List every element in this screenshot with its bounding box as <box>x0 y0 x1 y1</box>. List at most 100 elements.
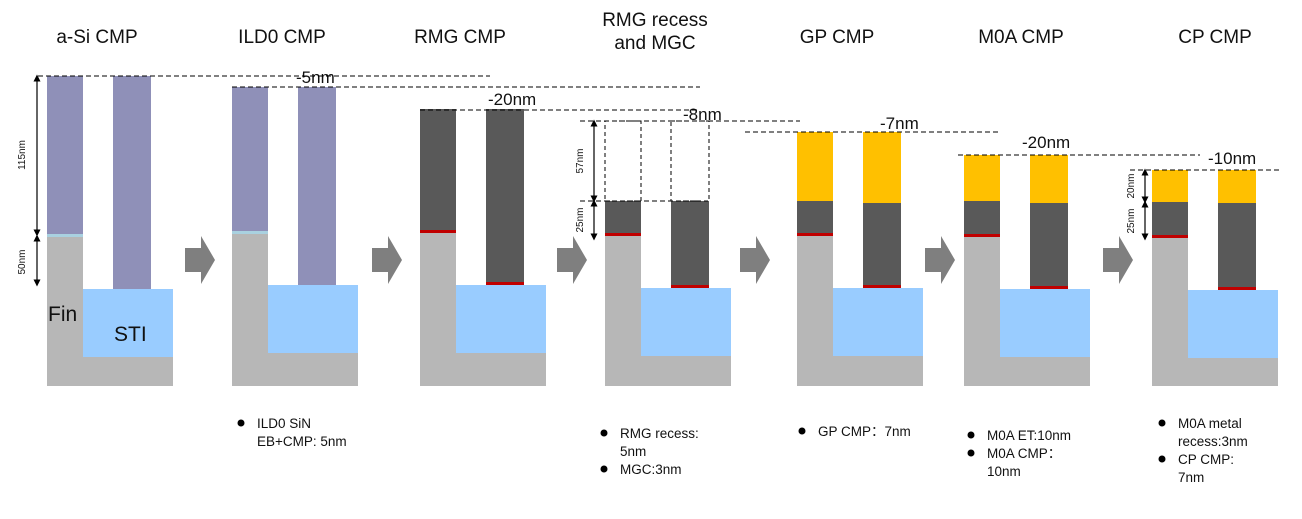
stage-5: GP CMP -7nm GP CMP：7nm <box>797 27 923 439</box>
metal-gate <box>671 201 709 288</box>
liner <box>863 285 901 288</box>
thickness-change-label: -20nm <box>488 90 536 109</box>
stage-title: and MGC <box>614 33 695 54</box>
stage-title: ILD0 CMP <box>238 27 326 48</box>
note-text: 10nm <box>987 464 1021 479</box>
metal-gate <box>863 203 901 288</box>
thickness-change-label: -5nm <box>296 68 335 87</box>
fin-base <box>797 356 923 386</box>
note-text: GP CMP：7nm <box>818 424 911 439</box>
dim-label-25nm-cp: 25nm <box>1126 208 1137 233</box>
note-text: EB+CMP: 5nm <box>257 434 347 449</box>
note-bullet <box>798 427 806 435</box>
process-arrow <box>925 236 955 284</box>
metal-gate <box>1152 202 1188 238</box>
stage-title: M0A CMP <box>978 27 1064 48</box>
note-text: 7nm <box>1178 470 1204 485</box>
thin-liner <box>47 234 83 237</box>
liner <box>797 233 833 236</box>
gp-plug <box>1152 170 1188 202</box>
note-bullet <box>967 431 975 439</box>
dim-label-57nm: 57nm <box>575 148 586 173</box>
metal-gate <box>1218 203 1256 290</box>
stage-3: RMG CMP -20nm <box>414 27 546 386</box>
note-bullet <box>237 419 245 427</box>
liner <box>605 233 641 236</box>
stage-title: RMG recess <box>602 10 708 31</box>
note-bullet <box>600 465 608 473</box>
fin-base <box>232 353 358 386</box>
note-text: M0A metal <box>1178 416 1242 431</box>
fin-base <box>1152 358 1278 386</box>
liner <box>486 282 524 285</box>
note-text: recess:3nm <box>1178 434 1248 449</box>
process-arrow <box>1103 236 1133 284</box>
sti-block <box>1188 290 1278 358</box>
stage-title: RMG CMP <box>414 27 506 48</box>
a-si-pillar <box>298 87 336 285</box>
note-bullet <box>967 449 975 457</box>
liner <box>420 230 456 233</box>
stage-1: a-Si CMP <box>47 27 173 386</box>
a-si-pillar <box>113 76 151 289</box>
thickness-change-label: -7nm <box>880 114 919 133</box>
stage-title: a-Si CMP <box>56 27 137 48</box>
thin-liner <box>232 231 268 234</box>
sti-block <box>456 285 546 353</box>
thickness-change-label: -20nm <box>1022 133 1070 152</box>
gp-plug <box>1030 155 1068 203</box>
process-arrow <box>557 236 587 284</box>
metal-gate <box>605 201 641 236</box>
sti-block <box>641 288 731 356</box>
sti-label: STI <box>114 323 147 346</box>
gp-plug <box>1218 170 1256 203</box>
metal-gate <box>420 109 456 233</box>
a-si-pillar <box>232 87 268 234</box>
dim-label-20nm: 20nm <box>1126 173 1137 198</box>
stage-title: CP CMP <box>1178 27 1252 48</box>
sti-block <box>1000 289 1090 357</box>
note-text: MGC:3nm <box>620 462 682 477</box>
liner <box>1152 235 1188 238</box>
thickness-change-label: -10nm <box>1208 149 1256 168</box>
liner <box>964 234 1000 237</box>
fin-base <box>964 357 1090 386</box>
metal-gate <box>797 201 833 236</box>
process-arrow <box>372 236 402 284</box>
fin-label: Fin <box>48 303 77 326</box>
process-arrow <box>740 236 770 284</box>
note-text: M0A ET:10nm <box>987 428 1071 443</box>
note-text: M0A CMP： <box>987 446 1061 461</box>
liner <box>1218 287 1256 290</box>
dim-label-50nm: 50nm <box>17 249 28 274</box>
sti-block <box>833 288 923 356</box>
note-bullet <box>600 429 608 437</box>
fin-base <box>420 353 546 386</box>
note-bullet <box>1158 419 1166 427</box>
note-text: RMG recess: <box>620 426 699 441</box>
stage-title: GP CMP <box>800 27 875 48</box>
fin-base <box>605 356 731 386</box>
dim-label-115nm: 115nm <box>17 140 28 170</box>
note-text: 5nm <box>620 444 646 459</box>
note-bullet <box>1158 455 1166 463</box>
fin-base <box>47 357 173 386</box>
metal-gate <box>964 201 1000 237</box>
gp-plug <box>863 132 901 203</box>
a-si-pillar <box>47 76 83 237</box>
recess-outline <box>670 120 710 202</box>
sti-block <box>83 289 173 357</box>
note-text: ILD0 SiN <box>257 416 311 431</box>
liner <box>1030 286 1068 289</box>
note-text: CP CMP: <box>1178 452 1234 467</box>
metal-gate <box>486 109 524 285</box>
dim-label-25nm: 25nm <box>575 207 586 232</box>
sti-block <box>268 285 358 353</box>
gp-plug <box>964 155 1000 201</box>
recess-outline <box>604 120 642 202</box>
